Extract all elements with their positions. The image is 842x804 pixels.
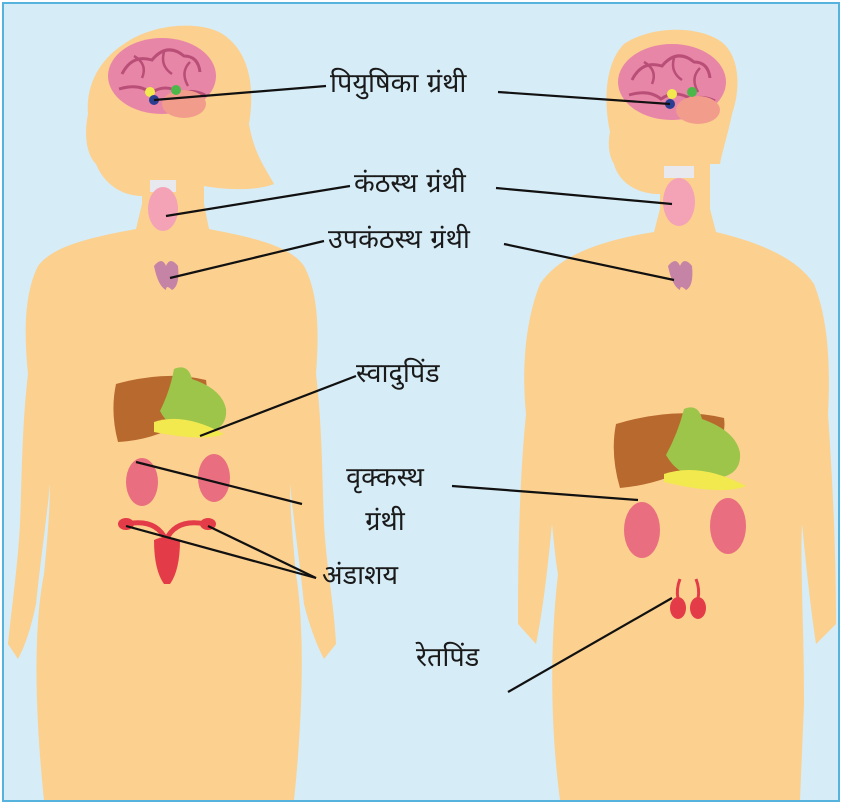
male-thyroid <box>663 166 695 226</box>
testis-label: रेतपिंड <box>416 644 479 671</box>
ovary-label: अंडाशय <box>322 562 398 589</box>
female-left-kidney <box>126 458 158 506</box>
parathyroid-label: उपकंठस्थ ग्रंथी <box>328 226 470 253</box>
female-figure <box>8 26 336 800</box>
male-body <box>518 209 836 800</box>
adrenal-label-line1: वृक्कस्थ <box>330 464 440 491</box>
pancreas-label: स्वादुपिंड <box>356 360 440 387</box>
male-right-kidney <box>710 498 746 554</box>
adrenal-label-line2: ग्रंथी <box>330 508 440 535</box>
pituitary-label: पियुषिका ग्रंथी <box>330 70 466 97</box>
male-figure <box>518 30 836 800</box>
thyroid-label: कंठस्थ ग्रंथी <box>354 170 466 197</box>
female-thyroid <box>148 180 178 231</box>
endocrine-diagram <box>4 4 838 800</box>
female-body <box>8 204 336 800</box>
male-left-kidney <box>624 502 660 558</box>
